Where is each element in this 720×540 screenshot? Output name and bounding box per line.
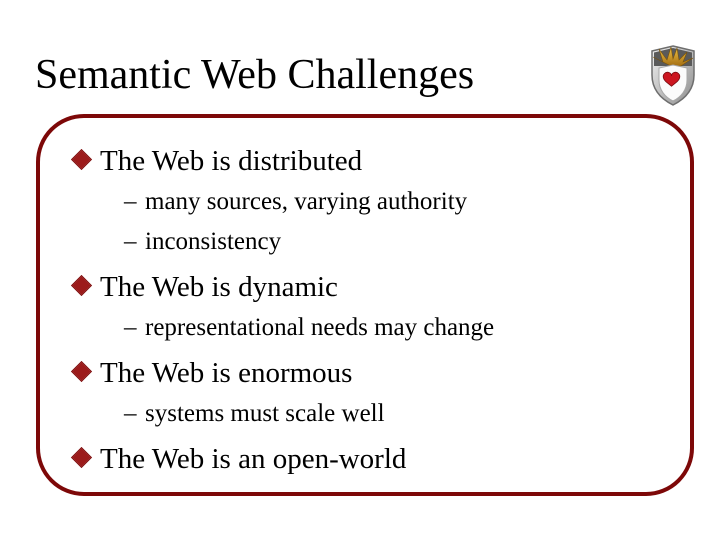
bullet-item: The Web is dynamic: [40, 270, 690, 312]
diamond-bullet-icon: [70, 360, 93, 383]
sub-bullet-text: representational needs may change: [145, 314, 495, 341]
dash-bullet-icon: –: [124, 228, 137, 255]
sub-bullet-text: many sources, varying authority: [145, 188, 468, 215]
shield-crest-logo: [651, 45, 695, 106]
slide-title: Semantic Web Challenges: [35, 52, 475, 98]
sub-bullet-item: – systems must scale well: [40, 398, 690, 438]
bullet-text: The Web is an open-world: [100, 443, 407, 475]
bullet-text: The Web is distributed: [100, 145, 363, 177]
dash-bullet-icon: –: [124, 314, 137, 341]
diamond-bullet-icon: [70, 274, 93, 297]
sub-bullet-text: inconsistency: [145, 228, 282, 255]
bullet-text: The Web is dynamic: [100, 271, 338, 303]
content-frame-border: [36, 114, 694, 496]
dash-bullet-icon: –: [124, 188, 137, 215]
diamond-bullet-icon: [70, 446, 93, 469]
bullet-item: The Web is an open-world: [40, 442, 690, 484]
bullet-text: The Web is enormous: [100, 357, 353, 389]
sub-bullet-item: – many sources, varying authority: [40, 186, 690, 226]
bullet-item: The Web is distributed: [40, 144, 690, 186]
diamond-bullet-icon: [70, 148, 93, 171]
bullet-list: The Web is distributed – many sources, v…: [40, 118, 690, 484]
dash-bullet-icon: –: [124, 400, 137, 427]
bullet-item: The Web is enormous: [40, 356, 690, 398]
sub-bullet-item: – inconsistency: [40, 226, 690, 266]
sub-bullet-item: – representational needs may change: [40, 312, 690, 352]
sub-bullet-text: systems must scale well: [145, 400, 385, 427]
